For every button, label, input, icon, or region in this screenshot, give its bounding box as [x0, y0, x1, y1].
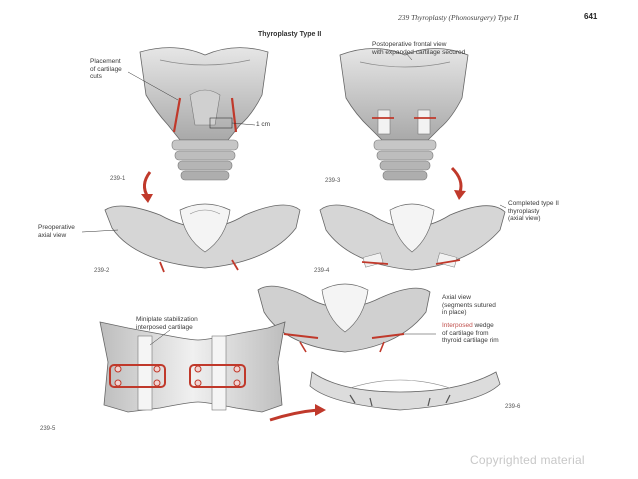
page-number: 641 [584, 12, 598, 21]
axial-view-preop [81, 203, 301, 273]
section-title: Thyroplasty Type II [258, 31, 322, 38]
running-title: 239 Thyroplasty (Phonosurgery) Type II [398, 13, 519, 22]
label-interposed-rest: wedge of cartilage from thyroid cartilag… [442, 322, 499, 344]
arrow-icon [269, 408, 319, 422]
label-postop-frontal: Postoperative frontal view with expanded… [372, 41, 466, 56]
axial-view-completed [319, 203, 507, 271]
larynx-front-view-preop [127, 47, 269, 181]
figure-number: 239-4 [314, 268, 330, 274]
label-preop-axial: Preoperative axial view [38, 224, 75, 239]
figure-number: 239-6 [505, 404, 521, 410]
miniplate-stabilization [99, 321, 286, 413]
figure-number: 239-5 [40, 426, 56, 432]
label-miniplate: Miniplate stabilization interposed carti… [136, 316, 198, 331]
copyright-watermark: Copyrighted material [470, 453, 585, 467]
label-axial-sutured: Axial view (segments sutured in place) [442, 294, 496, 316]
arrow-head-icon [315, 404, 326, 416]
label-interposed-wedge: Interposed wedge of cartilage from thyro… [442, 322, 499, 345]
figure-number: 239-1 [110, 176, 126, 182]
larynx-front-view-postop [339, 48, 469, 181]
arrow-head-icon [454, 190, 466, 200]
arrow-icon [143, 171, 152, 198]
axial-view-sutured [257, 283, 436, 353]
label-interposed-red: Interposed [442, 322, 473, 329]
label-completed: Completed type II thyroplasty (axial vie… [508, 200, 559, 222]
label-one-cm: 1 cm [256, 121, 271, 128]
arrow-icon [450, 166, 463, 193]
figure-number: 239-2 [94, 268, 110, 274]
axial-view-final [309, 371, 501, 411]
arrow-head-icon [141, 194, 153, 203]
figure-number: 239-3 [325, 178, 341, 184]
label-placement: Placement of cartilage cuts [90, 58, 122, 80]
